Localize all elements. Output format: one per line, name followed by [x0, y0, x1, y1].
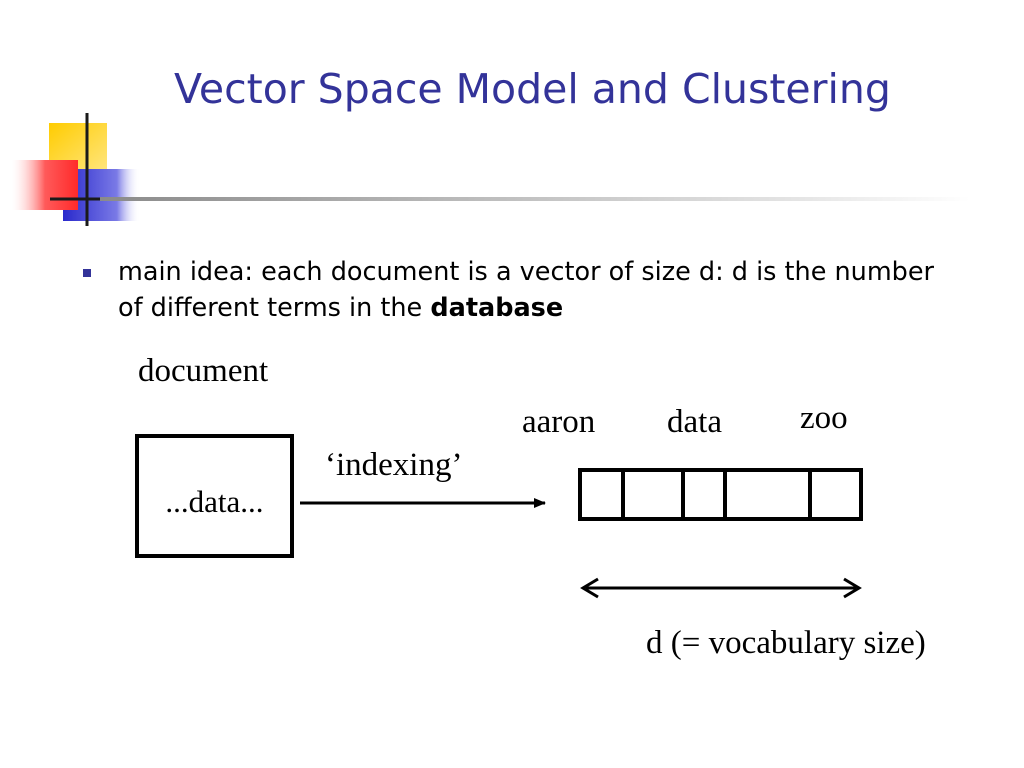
bullet-point: main idea: each document is a vector of …: [118, 254, 938, 326]
vector-cells: [578, 468, 863, 521]
bullet-marker-icon: [83, 269, 91, 277]
slide-title: Vector Space Model and Clustering: [174, 65, 891, 113]
document-box: ...data...: [135, 434, 294, 558]
dimension-label: d (= vocabulary size): [646, 625, 926, 661]
vector-term-data: data: [667, 404, 722, 440]
title-rule: [100, 197, 970, 201]
indexing-label: ‘indexing’: [325, 447, 463, 483]
vector-outline: [578, 468, 863, 521]
decorative-logo-icon: [12, 113, 140, 226]
bullet-text: main idea: each document is a vector of …: [118, 257, 935, 323]
vector-term-aaron: aaron: [522, 404, 596, 440]
document-content: ...data...: [165, 484, 264, 519]
document-label: document: [138, 353, 269, 389]
dimension-arrow-icon: [580, 577, 862, 599]
bullet-emphasis: database: [430, 293, 564, 323]
vector-term-zoo: zoo: [800, 400, 848, 436]
